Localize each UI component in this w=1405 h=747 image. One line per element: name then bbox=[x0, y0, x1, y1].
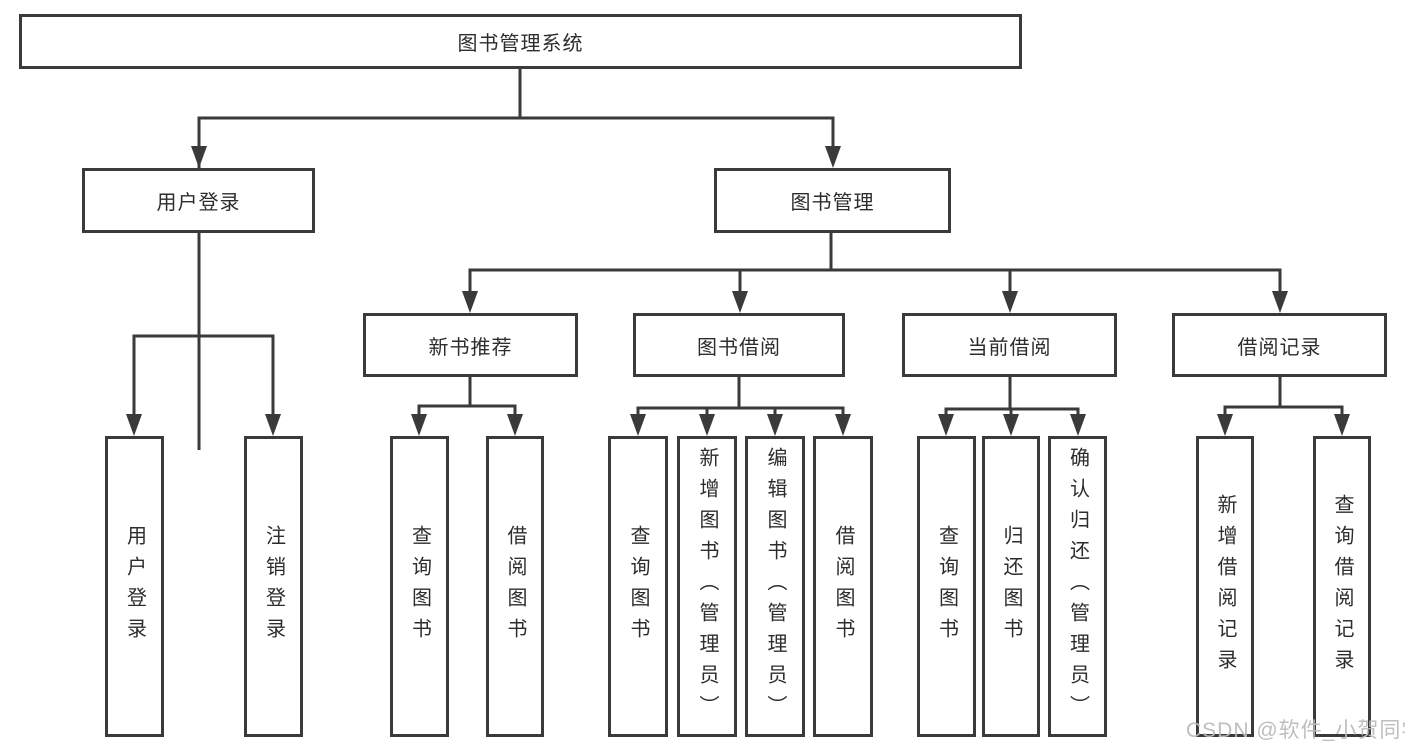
node-book-management: 图书管理 bbox=[714, 168, 951, 233]
edge-bookborrow-to-leaves bbox=[636, 377, 845, 426]
node-leaf-user-login: 用户登录 bbox=[105, 436, 164, 737]
edge-currentborrow-to-leaves bbox=[944, 377, 1080, 426]
node-leaf-add-book-admin: 新增图书（管理员） bbox=[677, 436, 737, 737]
node-leaf-logout: 注销登录 bbox=[244, 436, 303, 737]
node-book-borrowing: 图书借阅 bbox=[633, 313, 845, 377]
node-leaf-confirm-return-admin: 确认归还（管理员） bbox=[1048, 436, 1107, 737]
edge-newbookrec-to-leaves bbox=[417, 377, 517, 426]
node-leaf-return-book: 归还图书 bbox=[982, 436, 1040, 737]
node-leaf-query-book-recommend: 查询图书 bbox=[390, 436, 449, 737]
node-borrowing-records: 借阅记录 bbox=[1172, 313, 1387, 377]
node-leaf-edit-book-admin: 编辑图书（管理员） bbox=[745, 436, 805, 737]
node-leaf-borrow-book-borrowing: 借阅图书 bbox=[813, 436, 873, 737]
node-leaf-add-borrow-record: 新增借阅记录 bbox=[1196, 436, 1254, 737]
node-new-book-recommend: 新书推荐 bbox=[363, 313, 578, 377]
node-leaf-query-borrow-record: 查询借阅记录 bbox=[1313, 436, 1371, 737]
node-current-borrowing: 当前借阅 bbox=[902, 313, 1117, 377]
node-library-system: 图书管理系统 bbox=[19, 14, 1022, 69]
node-leaf-borrow-book-recommend: 借阅图书 bbox=[486, 436, 544, 737]
csdn-watermark: CSDN @软件_小贺同学 bbox=[1186, 719, 1405, 742]
edge-root-to-level2 bbox=[197, 69, 835, 450]
node-leaf-query-book-current: 查询图书 bbox=[917, 436, 976, 737]
node-user-login: 用户登录 bbox=[82, 168, 315, 233]
node-leaf-query-book-borrowing: 查询图书 bbox=[608, 436, 668, 737]
edge-bookmgmt-to-level3 bbox=[468, 233, 1282, 303]
edge-borrowrecord-to-leaves bbox=[1223, 377, 1344, 426]
edge-userlogin-to-leaves bbox=[132, 233, 275, 426]
